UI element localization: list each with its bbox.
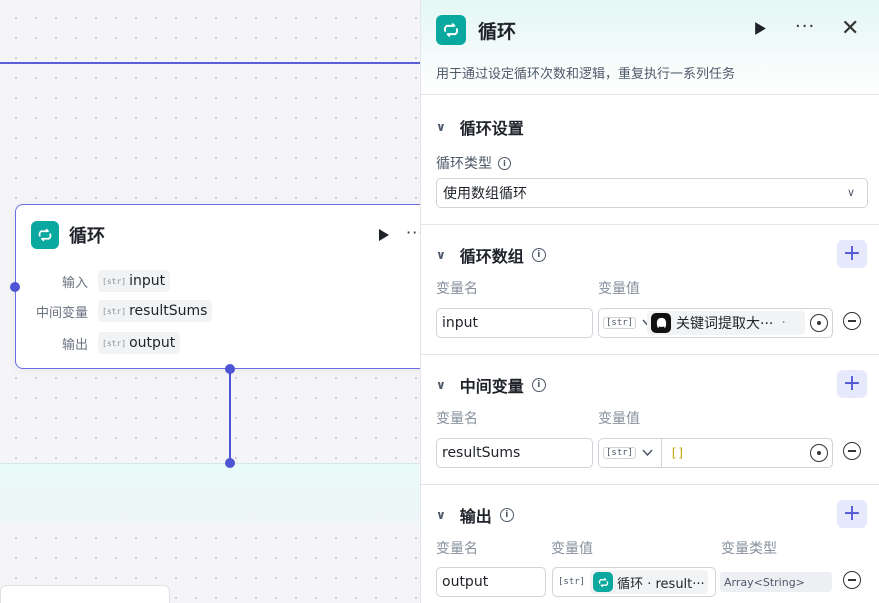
loop-node[interactable]: 循环 ··· 输入 [str] input 中间变量 [str] resultS… bbox=[15, 204, 420, 369]
section-header[interactable]: ∨ 输出 i bbox=[436, 503, 514, 527]
loop-type-select[interactable]: 使用数组循环 ∨ bbox=[436, 178, 868, 208]
default-value[interactable]: [] bbox=[670, 446, 685, 460]
more-icon[interactable]: ··· bbox=[795, 16, 816, 37]
row-label: 输入 bbox=[61, 275, 88, 291]
row-label: 输出 bbox=[61, 337, 88, 353]
node-more-icon[interactable]: ··· bbox=[406, 223, 420, 242]
variable-picker-icon[interactable] bbox=[810, 314, 828, 332]
output-reference-chip[interactable]: 循环 · result··· bbox=[590, 570, 708, 594]
chevron-down-icon: ∨ bbox=[436, 120, 446, 134]
chevron-down-icon: ∨ bbox=[436, 378, 446, 392]
loop-container-edge bbox=[0, 62, 420, 64]
section-title: 循环设置 bbox=[459, 119, 524, 138]
chevron-down-icon: ∨ bbox=[436, 248, 446, 262]
panel-title: 循环 bbox=[478, 21, 517, 43]
node-header: 循环 bbox=[31, 220, 105, 250]
node-row-intermediate: 中间变量 [str] resultSums bbox=[16, 299, 213, 323]
column-label-name: 变量名 bbox=[436, 411, 478, 427]
string-type-icon: [str] bbox=[102, 276, 127, 286]
node-row-output: 输出 [str] output bbox=[16, 331, 181, 355]
intermediate-variable-value-field[interactable]: [str] [] bbox=[598, 438, 833, 468]
reference-text: 关键词提取大··· bbox=[676, 316, 774, 332]
intermediate-variable-name-input[interactable]: resultSums bbox=[436, 438, 593, 468]
row-label: 中间变量 bbox=[35, 305, 88, 321]
chevron-down-icon: ∨ bbox=[846, 186, 855, 199]
info-icon[interactable]: i bbox=[499, 508, 514, 522]
variable-picker-icon[interactable] bbox=[810, 444, 828, 462]
variable-name: output bbox=[129, 335, 176, 351]
variable-name: input bbox=[129, 273, 166, 289]
loop-icon bbox=[31, 221, 59, 249]
remove-variable-icon[interactable] bbox=[843, 312, 861, 330]
close-icon[interactable]: ✕ bbox=[841, 16, 860, 41]
remove-variable-icon[interactable] bbox=[843, 571, 861, 589]
remove-variable-icon[interactable] bbox=[843, 442, 861, 460]
output-variable-name-input[interactable]: output bbox=[436, 567, 546, 597]
array-variable-name-input[interactable]: input bbox=[436, 308, 593, 338]
loop-type-label-text: 循环类型 bbox=[436, 156, 492, 172]
panel-header: 循环 ··· ✕ 用于通过设定循环次数和逻辑，重复执行一系列任务 bbox=[421, 0, 879, 95]
llm-node-icon bbox=[651, 313, 671, 333]
node-settings-panel: 循环 ··· ✕ 用于通过设定循环次数和逻辑，重复执行一系列任务 ∨ 循环设置 … bbox=[420, 0, 879, 603]
node-row-input: 输入 [str] input bbox=[16, 269, 171, 293]
variable-chip: [str] resultSums bbox=[98, 300, 213, 322]
body-input-port[interactable] bbox=[225, 458, 235, 468]
node-run-icon[interactable] bbox=[378, 227, 390, 246]
run-icon[interactable] bbox=[754, 21, 767, 40]
string-type-icon[interactable]: [str] bbox=[603, 317, 637, 329]
node-title: 循环 bbox=[69, 226, 105, 247]
string-type-icon: [str] bbox=[102, 306, 127, 316]
add-array-button[interactable]: + bbox=[837, 240, 867, 268]
info-icon[interactable]: i bbox=[531, 248, 546, 262]
chevron-down-icon: ∨ bbox=[436, 508, 446, 522]
chevron-down-icon[interactable] bbox=[642, 449, 653, 457]
section-loop-settings: ∨ 循环设置 循环类型 i bbox=[421, 95, 879, 225]
workflow-canvas[interactable]: 循环 ··· 输入 [str] input 中间变量 [str] resultS… bbox=[0, 0, 420, 603]
loop-type-label: 循环类型 i bbox=[436, 153, 511, 173]
section-header[interactable]: ∨ 中间变量 i bbox=[436, 373, 546, 397]
input-port[interactable] bbox=[10, 282, 20, 292]
reference-text: 循环 · result··· bbox=[617, 576, 705, 592]
output-variable-value-field[interactable]: [str] 循环 · result··· bbox=[552, 567, 716, 597]
variable-chip: [str] input bbox=[98, 270, 171, 292]
section-intermediate: ∨ 中间变量 i + 变量名 变量值 bbox=[421, 355, 879, 485]
next-node-card[interactable] bbox=[0, 585, 170, 603]
column-label-value: 变量值 bbox=[598, 281, 640, 297]
output-type-chip: Array<String> bbox=[720, 572, 832, 592]
section-header[interactable]: ∨ 循环数组 i bbox=[436, 243, 546, 267]
variable-chip: [str] output bbox=[98, 332, 181, 354]
loop-type-value: 使用数组循环 bbox=[443, 186, 527, 202]
loop-body-area bbox=[0, 463, 420, 523]
column-label-type: 变量类型 bbox=[721, 541, 777, 557]
connection-edge bbox=[229, 369, 231, 464]
section-loop-array: ∨ 循环数组 i + 变量名 变量值 bbox=[421, 225, 879, 355]
section-header[interactable]: ∨ 循环设置 bbox=[436, 115, 524, 139]
loop-icon bbox=[436, 15, 466, 45]
info-icon[interactable]: i bbox=[498, 156, 511, 170]
column-label-value: 变量值 bbox=[598, 411, 640, 427]
reference-suffix: · bbox=[781, 315, 786, 331]
add-intermediate-button[interactable]: + bbox=[837, 370, 867, 398]
section-output: ∨ 输出 i + 变量名 变量值 变量类型 bbox=[421, 485, 879, 603]
string-type-icon[interactable]: [str] bbox=[603, 447, 637, 459]
add-output-button[interactable]: + bbox=[837, 500, 867, 528]
column-label-value: 变量值 bbox=[551, 541, 593, 557]
string-type-icon[interactable]: [str] bbox=[558, 577, 586, 587]
panel-description: 用于通过设定循环次数和逻辑，重复执行一系列任务 bbox=[436, 67, 736, 82]
section-title: 循环数组 bbox=[459, 247, 524, 266]
array-reference-chip[interactable]: 关键词提取大··· · bbox=[647, 311, 805, 335]
variable-name: resultSums bbox=[129, 303, 208, 319]
section-title: 中间变量 bbox=[459, 377, 524, 396]
loop-icon bbox=[593, 572, 614, 592]
column-label-name: 变量名 bbox=[436, 281, 478, 297]
string-type-icon: [str] bbox=[102, 338, 127, 348]
info-icon[interactable]: i bbox=[531, 378, 546, 392]
column-label-name: 变量名 bbox=[436, 541, 478, 557]
section-title: 输出 bbox=[459, 507, 492, 526]
